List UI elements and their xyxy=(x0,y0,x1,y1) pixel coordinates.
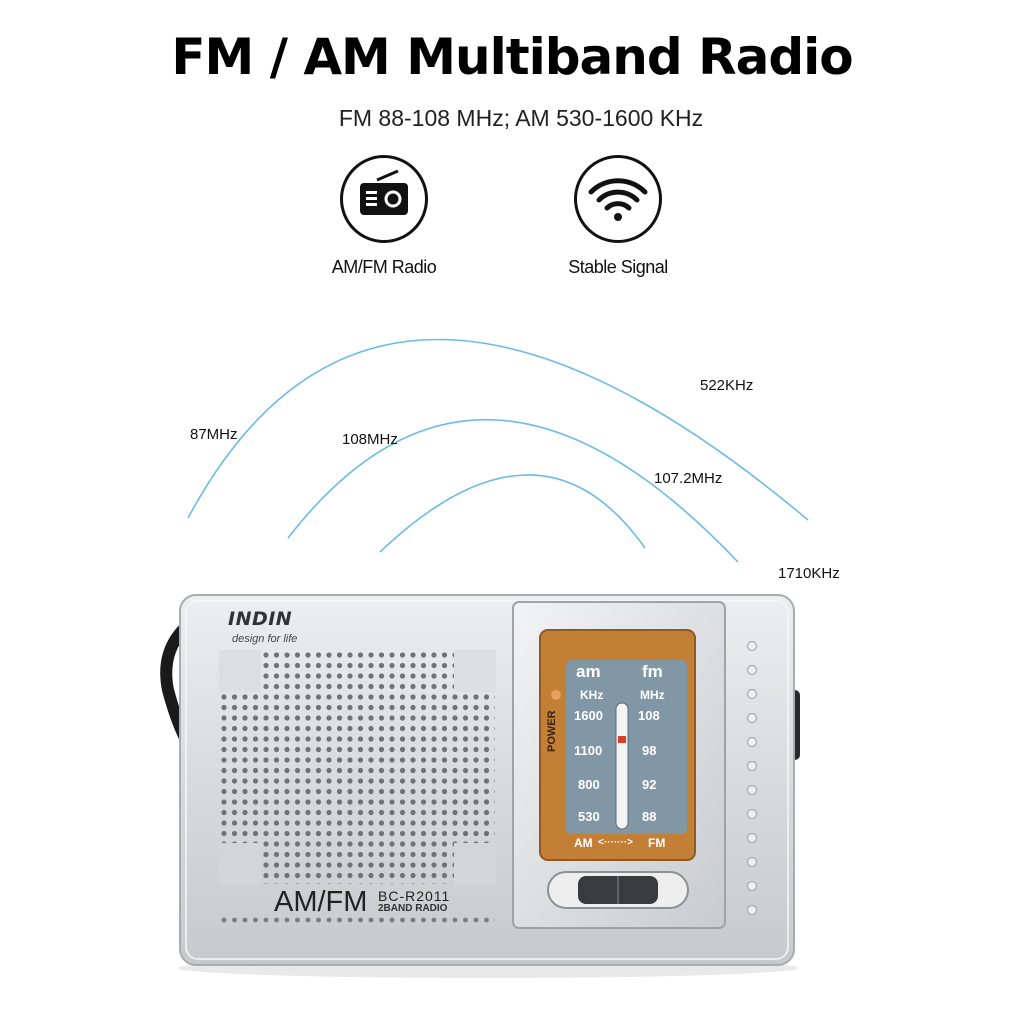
page-title: FM / AM Multiband Radio xyxy=(171,28,853,86)
fm-scale-value: 88 xyxy=(642,809,657,824)
freq-label-108mhz: 108MHz xyxy=(342,431,398,448)
am-scale-value: 1100 xyxy=(574,743,603,758)
switch-label-am: AM xyxy=(574,836,593,850)
freq-label-107-2mhz: 107.2MHz xyxy=(654,470,723,487)
band-label: AM/FM xyxy=(274,886,368,918)
feature-stable-signal: Stable Signal xyxy=(518,155,718,278)
feature-am-fm-radio: AM/FM Radio xyxy=(284,155,484,278)
dial-am-unit: KHz xyxy=(580,688,604,702)
brand-logo: INDIN xyxy=(228,608,293,630)
power-label: POWER xyxy=(546,710,558,752)
wave-inner xyxy=(379,474,646,553)
bottom-grill xyxy=(219,915,495,925)
dial-am-label: am xyxy=(576,662,601,681)
switch-label-fm: FM xyxy=(648,836,666,850)
radio-icon xyxy=(340,155,428,243)
freq-label-522khz: 522KHz xyxy=(700,377,754,394)
fm-scale-value: 108 xyxy=(638,708,660,723)
wave-outer xyxy=(187,338,809,521)
am-scale-value: 530 xyxy=(578,809,600,824)
wave-middle xyxy=(287,418,739,563)
freq-label-1710khz: 1710KHz xyxy=(778,565,840,582)
freq-label-87mhz: 87MHz xyxy=(190,426,238,443)
frequency-subtitle: FM 88-108 MHz; AM 530-1600 KHz xyxy=(338,105,704,131)
brand-tagline: design for life xyxy=(232,633,298,645)
model-subtitle: 2BAND RADIO xyxy=(378,903,448,914)
feature-label: AM/FM Radio xyxy=(331,257,437,277)
fm-scale-value: 98 xyxy=(642,743,657,758)
model-code: BC-R2011 xyxy=(378,888,451,904)
am-scale-value: 800 xyxy=(578,777,600,792)
dial-fm-label: fm xyxy=(642,662,663,681)
speaker-grill xyxy=(219,650,495,884)
wifi-signal-icon xyxy=(574,155,662,243)
switch-arrows: <·······> xyxy=(598,837,633,848)
feature-label: Stable Signal xyxy=(568,257,668,277)
tuning-scale-slot xyxy=(615,702,629,830)
tuning-needle xyxy=(618,736,626,743)
fm-scale-value: 92 xyxy=(642,777,657,792)
am-scale-value: 1600 xyxy=(574,708,603,723)
side-indicator-dots xyxy=(746,640,758,916)
dial-fm-unit: MHz xyxy=(640,688,665,702)
